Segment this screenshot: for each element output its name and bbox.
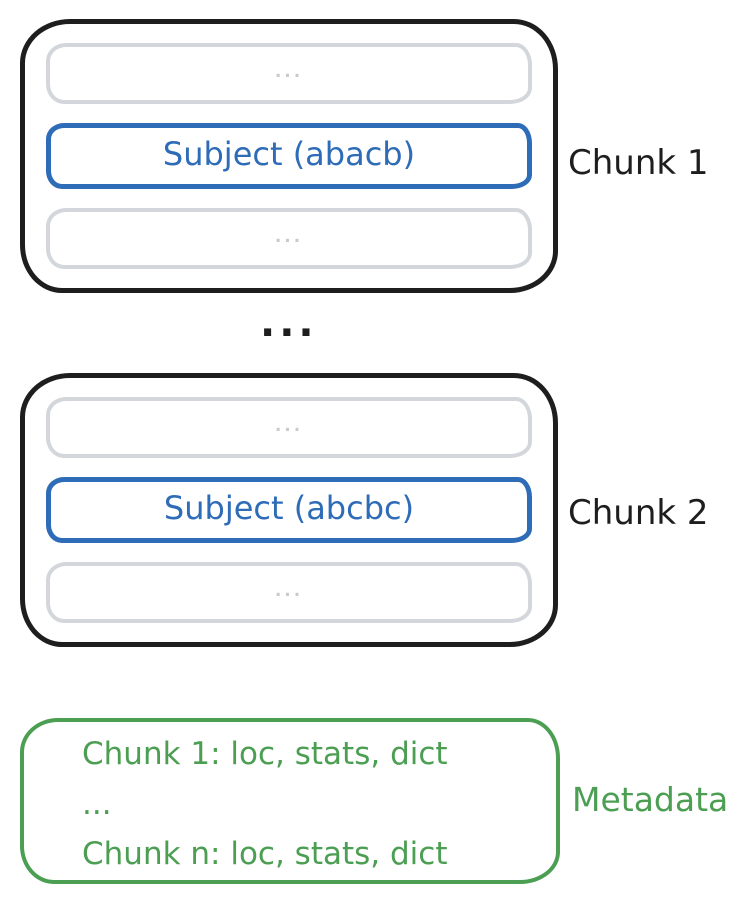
chunk-2-placeholder-row-bottom: ... <box>46 562 532 623</box>
chunk-1-box: ... Subject (abacb) ... <box>20 19 558 293</box>
subject-label: Subject (abcbc) <box>163 489 415 527</box>
metadata-label: Metadata <box>572 780 729 819</box>
chunk-2-subject-box: Subject (abcbc) <box>46 477 532 543</box>
ellipsis-text: ... <box>274 61 304 82</box>
subject-label: Subject (abacb) <box>162 135 416 173</box>
ellipsis-text: ... <box>274 415 304 436</box>
ellipsis-text: ... <box>274 226 304 247</box>
chunk-2-box: ... Subject (abcbc) ... <box>20 373 558 647</box>
metadata-box: Chunk 1: loc, stats, dict ... Chunk n: l… <box>20 718 560 884</box>
metadata-line-ellipsis: ... <box>82 786 112 822</box>
chunk-2-label: Chunk 2 <box>568 493 709 533</box>
ellipsis-between-chunks: ... <box>260 300 318 346</box>
chunk-1-subject-box: Subject (abacb) <box>46 123 532 189</box>
metadata-line-chunk-n: Chunk n: loc, stats, dict <box>82 836 448 872</box>
ellipsis-text: ... <box>274 580 304 601</box>
chunk-1-placeholder-row-top: ... <box>46 43 532 104</box>
chunk-1-label: Chunk 1 <box>568 143 709 183</box>
chunk-1-placeholder-row-bottom: ... <box>46 208 532 269</box>
metadata-line-chunk-1: Chunk 1: loc, stats, dict <box>82 736 448 772</box>
chunk-2-placeholder-row-top: ... <box>46 397 532 458</box>
